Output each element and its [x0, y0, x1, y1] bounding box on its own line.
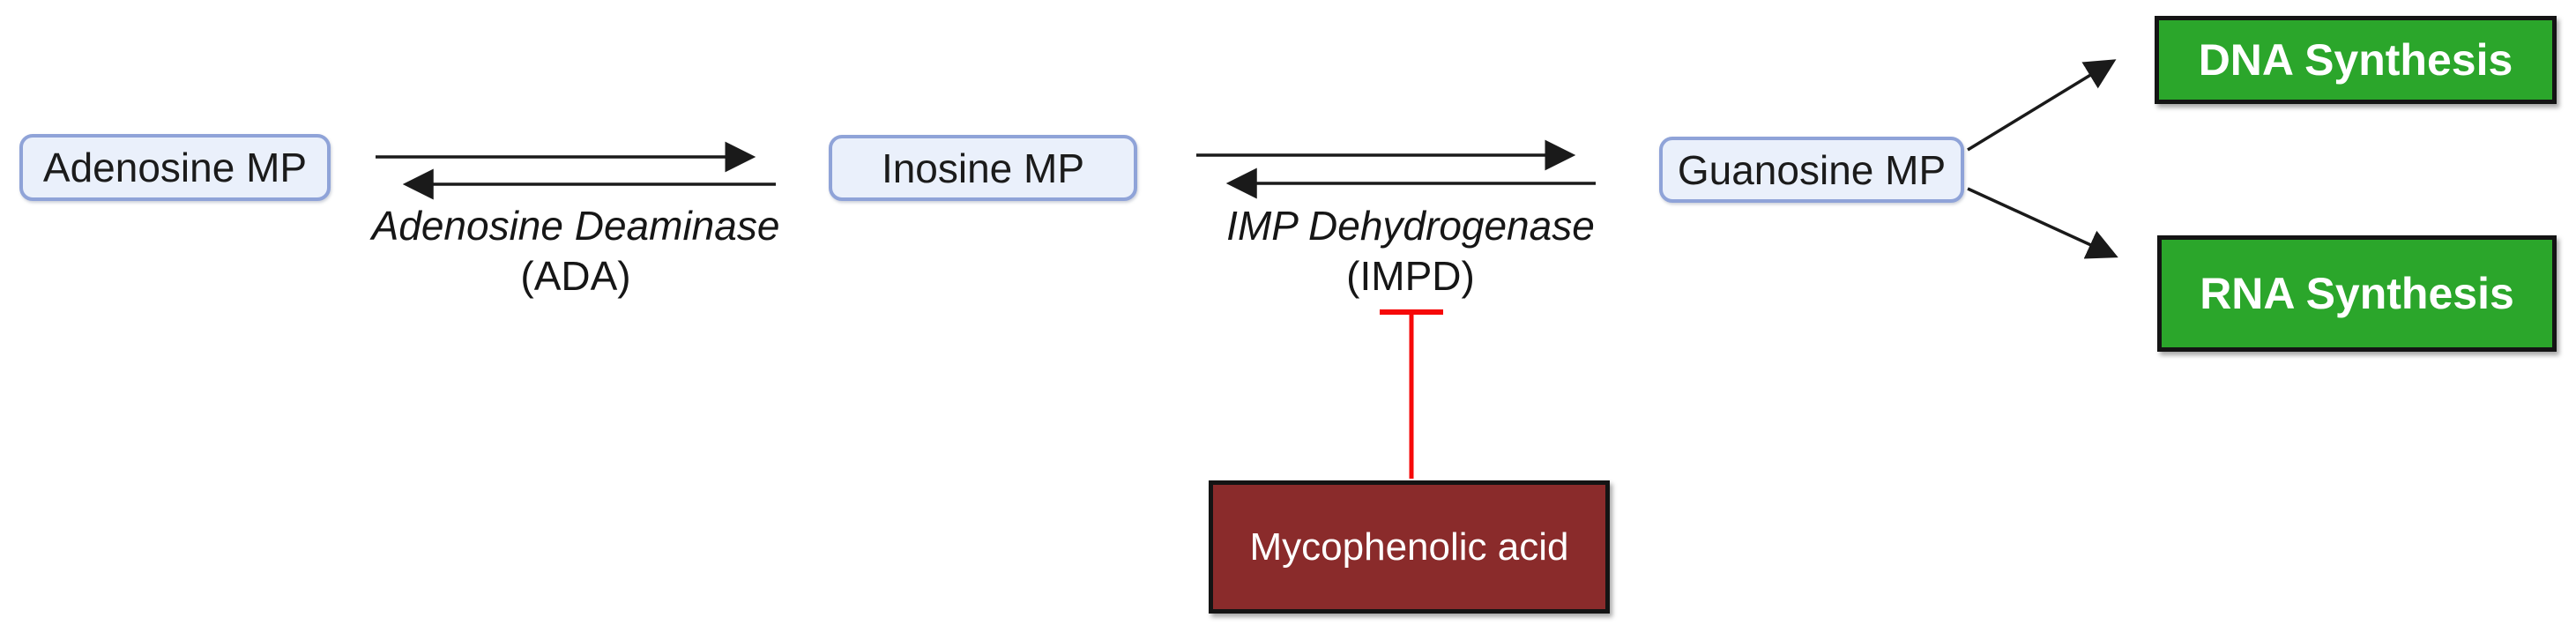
enzyme-ada-name: Adenosine Deaminase [371, 203, 780, 249]
enzyme-ada-abbreviation: (ADA) [520, 253, 631, 299]
node-rna-synthesis-label: RNA Synthesis [2200, 269, 2514, 318]
arrow-to-dna-synthesis [1967, 59, 2117, 152]
enzyme-label-ada: Adenosine Deaminase (ADA) [333, 201, 818, 301]
node-mycophenolic-acid: Mycophenolic acid [1209, 480, 1610, 614]
enzyme-label-impd: IMP Dehydrogenase (IMPD) [1168, 201, 1653, 301]
node-mycophenolic-acid-label: Mycophenolic acid [1249, 525, 1569, 569]
arrow-to-rna-synthesis [1967, 187, 2118, 259]
node-inosine-mp-label: Inosine MP [881, 145, 1085, 191]
node-adenosine-mp: Adenosine MP [19, 134, 331, 201]
node-adenosine-mp-label: Adenosine MP [42, 145, 308, 190]
node-inosine-mp: Inosine MP [829, 135, 1137, 201]
enzyme-impd-name: IMP Dehydrogenase [1226, 203, 1595, 249]
enzyme-impd-abbreviation: (IMPD) [1346, 253, 1475, 299]
node-dna-synthesis-label: DNA Synthesis [2198, 35, 2513, 85]
node-rna-synthesis: RNA Synthesis [2157, 235, 2557, 352]
node-dna-synthesis: DNA Synthesis [2155, 16, 2557, 104]
node-guanosine-mp-label: Guanosine MP [1677, 146, 1947, 193]
node-guanosine-mp: Guanosine MP [1659, 137, 1964, 203]
